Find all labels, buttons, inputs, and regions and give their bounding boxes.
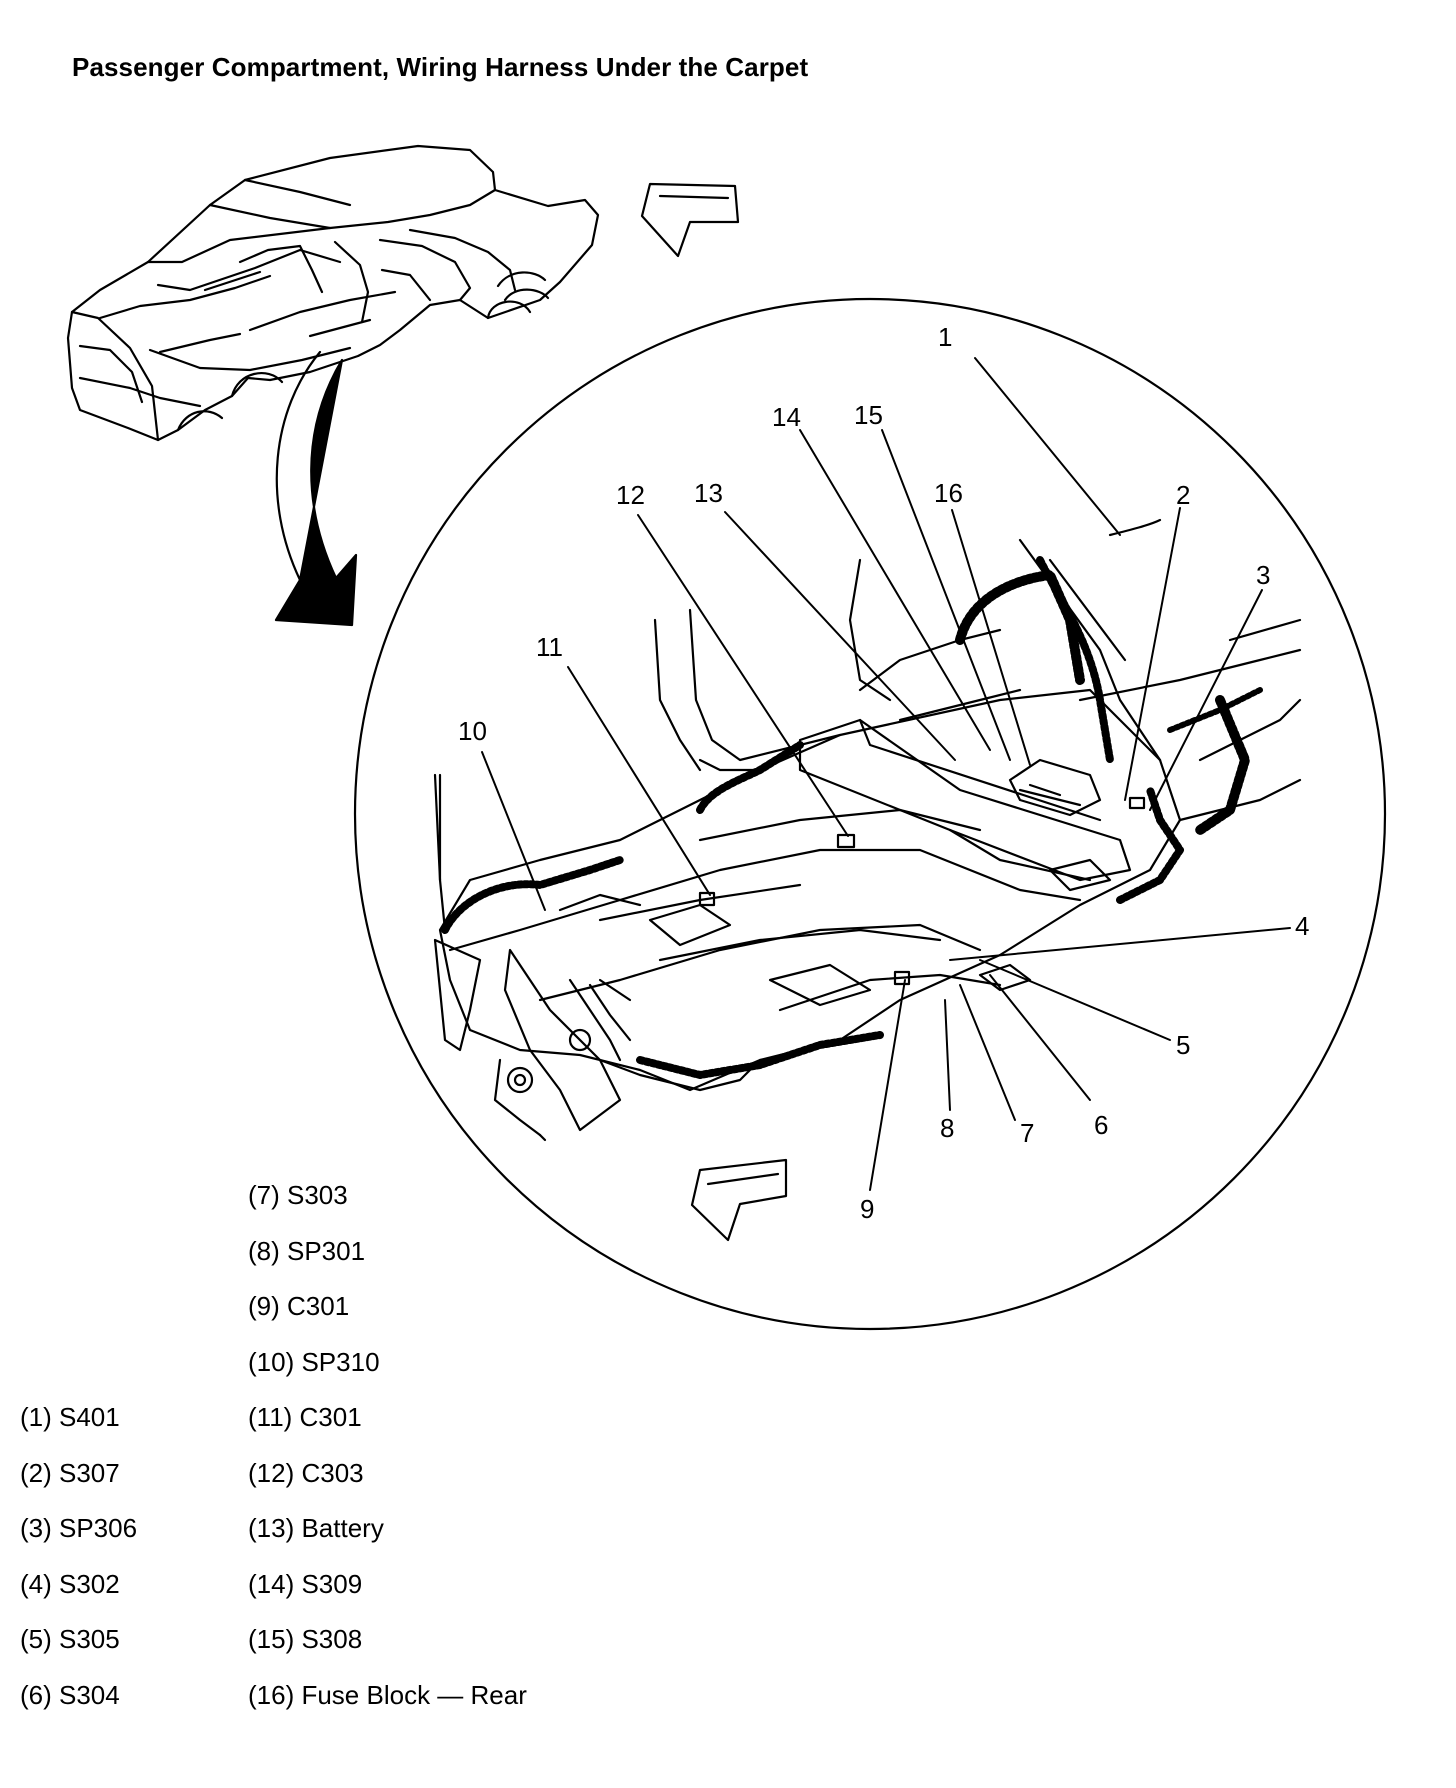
callout-15: 15 xyxy=(854,400,883,430)
legend-item-2: (2) S307 xyxy=(20,1458,120,1488)
legend-item-14: (14) S309 xyxy=(248,1569,363,1599)
callout-10: 10 xyxy=(458,716,487,746)
callout-14: 14 xyxy=(772,402,801,432)
callout-11: 11 xyxy=(536,632,563,662)
legend-item-16: (16) Fuse Block — Rear xyxy=(248,1680,527,1710)
callout-labels: 1 2 3 4 5 6 7 8 9 10 11 12 13 14 15 16 xyxy=(458,322,1309,1224)
legend-item-3: (3) SP306 xyxy=(20,1513,138,1543)
legend-item-7: (7) S303 xyxy=(248,1180,348,1210)
callout-4: 4 xyxy=(1295,911,1309,941)
page-title: Passenger Compartment, Wiring Harness Un… xyxy=(72,52,809,82)
front-direction-arrow-top xyxy=(640,182,740,258)
legend-item-15: (15) S308 xyxy=(248,1624,363,1654)
legend-item-8: (8) SP301 xyxy=(248,1236,366,1266)
detail-circle xyxy=(353,297,1387,1331)
legend-item-5: (5) S305 xyxy=(20,1624,120,1654)
callout-5: 5 xyxy=(1176,1030,1190,1060)
legend-item-11: (11) C301 xyxy=(248,1402,362,1432)
callout-12: 12 xyxy=(616,480,645,510)
legend-item-9: (9) C301 xyxy=(248,1291,350,1321)
front-direction-arrow-bottom xyxy=(690,1158,788,1242)
legend-item-10: (10) SP310 xyxy=(248,1347,380,1377)
callout-2: 2 xyxy=(1176,480,1190,510)
legend-item-4: (4) S302 xyxy=(20,1569,120,1599)
zoom-curved-arrow xyxy=(274,350,358,627)
harness-detail-illustration xyxy=(433,518,1302,1142)
car-body-illustration xyxy=(66,144,600,442)
legend-item-12: (12) C303 xyxy=(248,1458,364,1488)
callout-3: 3 xyxy=(1256,560,1270,590)
leader-lines xyxy=(481,357,1291,1191)
callout-13: 13 xyxy=(694,478,723,508)
callout-6: 6 xyxy=(1094,1110,1108,1140)
callout-1: 1 xyxy=(938,322,952,352)
callout-7: 7 xyxy=(1020,1118,1034,1148)
legend-item-6: (6) S304 xyxy=(20,1680,120,1710)
legend-item-1: (1) S401 xyxy=(20,1402,120,1432)
callout-16: 16 xyxy=(934,478,963,508)
callout-8: 8 xyxy=(940,1113,954,1143)
legend-item-13: (13) Battery xyxy=(248,1513,384,1543)
callout-9: 9 xyxy=(860,1194,874,1224)
